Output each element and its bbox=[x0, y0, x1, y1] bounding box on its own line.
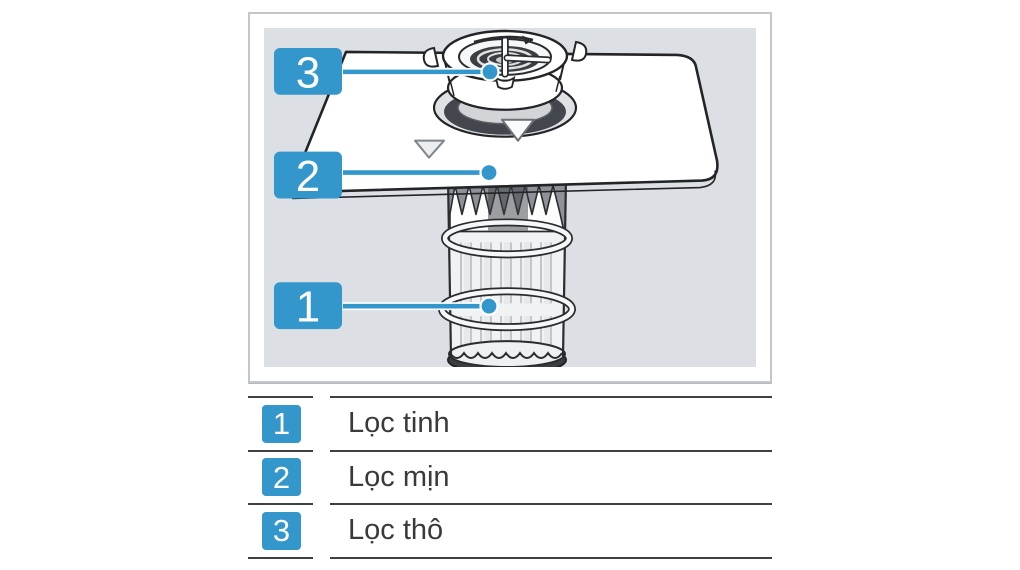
callout-badge-1: 1 bbox=[274, 282, 342, 332]
rotation-arrow-icon bbox=[473, 35, 534, 45]
pleats-upper bbox=[460, 242, 552, 305]
legend-column-gap bbox=[313, 450, 330, 504]
callout-leaders bbox=[343, 62, 500, 316]
legend-badge-cell: 3 bbox=[248, 503, 313, 557]
figure-background: 3 2 1 bbox=[264, 28, 756, 367]
callout-badge-3: 3 bbox=[274, 47, 342, 97]
callout-number-3: 3 bbox=[296, 48, 320, 97]
fine-filter-cylinder bbox=[438, 176, 576, 367]
legend-column-gap bbox=[313, 396, 330, 450]
funnel-triangle-marker bbox=[501, 118, 535, 142]
plate-triangle-marker bbox=[414, 139, 445, 159]
callout-dot-2 bbox=[479, 163, 499, 183]
filter-assembly-illustration: 3 2 1 bbox=[274, 29, 719, 367]
legend-badge-2: 2 bbox=[262, 458, 301, 497]
callout-badge-2: 2 bbox=[274, 151, 342, 201]
legend-text-cell: Lọc tinh bbox=[330, 396, 772, 450]
legend-table: 1 Lọc tinh 2 Lọc mịn 3 Lọc thô bbox=[248, 396, 772, 559]
legend-label-2: Lọc mịn bbox=[348, 460, 450, 493]
legend-badge-cell: 2 bbox=[248, 449, 313, 504]
legend-column-gap bbox=[313, 503, 330, 557]
callout-number-1: 1 bbox=[296, 283, 320, 332]
legend-row-3: 3 Lọc thô bbox=[248, 503, 772, 557]
hoop-ring-upper bbox=[441, 218, 573, 259]
legend-badge-3: 3 bbox=[262, 511, 301, 550]
legend-label-3: Lọc thô bbox=[348, 514, 444, 547]
filter-figure-panel: 3 2 1 bbox=[248, 12, 772, 383]
legend-badge-cell: 1 bbox=[248, 396, 313, 450]
callout-dot-1 bbox=[479, 296, 499, 316]
coarse-filter-cup bbox=[422, 29, 588, 111]
legend-text-cell: Lọc mịn bbox=[330, 449, 772, 504]
legend-text-cell: Lọc thô bbox=[330, 503, 772, 557]
legend-badge-1: 1 bbox=[262, 404, 301, 443]
callout-number-2: 2 bbox=[296, 152, 320, 201]
legend-label-1: Lọc tinh bbox=[348, 407, 450, 440]
legend-row-2: 2 Lọc mịn bbox=[248, 449, 772, 504]
callout-dot-3 bbox=[480, 62, 500, 82]
pleats-lower bbox=[460, 316, 552, 353]
legend-row-1: 1 Lọc tinh bbox=[248, 396, 772, 450]
